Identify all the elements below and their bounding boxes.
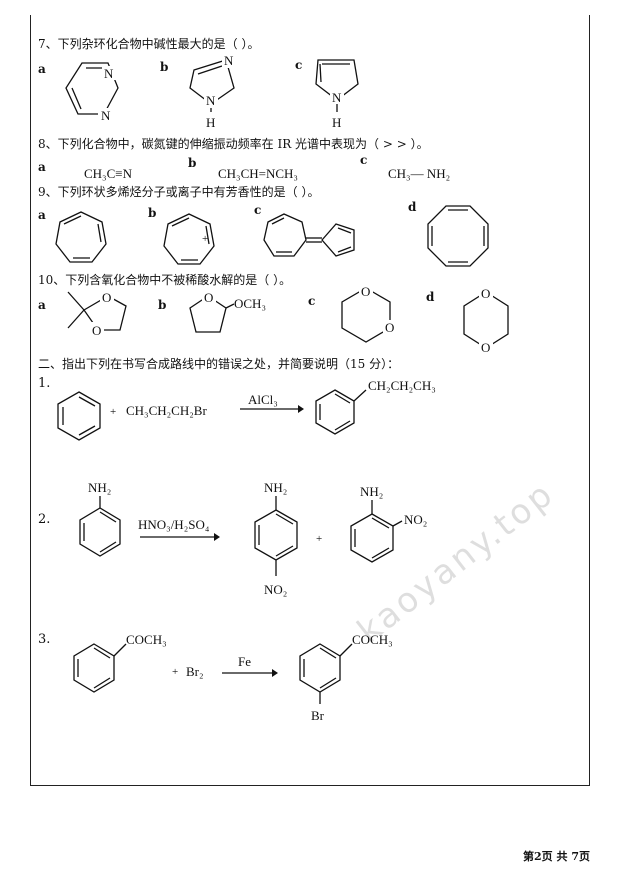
imidazole-n: N [224, 53, 234, 68]
thf-o: O [204, 290, 213, 305]
section2-title: 二、指出下列在书写合成路线中的错误之处，并简要说明（15 分）： [38, 357, 400, 371]
q8-formula-a: CH₃C≡N [84, 166, 132, 181]
imidazole-h: H [206, 115, 215, 130]
cyclooctatetraene-structure [427, 205, 489, 267]
q9-label-b: b [148, 206, 157, 220]
tropylium-plus: + [202, 233, 208, 245]
r2-para-nh2: NH₂ [264, 480, 287, 495]
cycloheptatriene-structure [55, 211, 107, 263]
q8-label-c: c [360, 153, 368, 167]
r1-benzene [57, 391, 101, 441]
dioxane14-o2: O [481, 340, 490, 355]
q10-label-d: d [426, 290, 435, 304]
page-number: 第2页 共 7页 [523, 850, 590, 863]
r2-para-no2: NO₂ [264, 582, 287, 597]
r2-number: 2. [38, 512, 51, 527]
dioxane-13-structure: O O [341, 284, 397, 343]
r2-ortho-nh2: NH₂ [360, 484, 383, 499]
q10-text: 10、下列含氧化合物中不被稀酸水解的是（ ）。 [38, 273, 292, 287]
q8-label-b: b [188, 156, 197, 170]
q7-label-a: a [38, 62, 46, 76]
pyrrole-n: N [332, 90, 342, 105]
dioxane13-o2: O [385, 320, 394, 335]
r1-catalyst: AlCl₃ [248, 392, 278, 407]
q9-label-d: d [408, 200, 417, 214]
q9-label-a: a [38, 208, 46, 222]
page-frame [30, 15, 590, 786]
r2-ortho-no2: NO₂ [404, 512, 427, 527]
acetonide-o2: O [92, 323, 101, 338]
pyrrole-h: H [332, 115, 341, 130]
pyrrole-structure: N H [315, 59, 359, 130]
r3-reagent: Br₂ [186, 664, 204, 679]
q8-text: 8、下列化合物中，碳氮键的伸缩振动频率在 IR 光谱中表现为（ > > ）。 [38, 137, 429, 151]
r3-number: 3. [38, 632, 51, 647]
r2-para-nitroaniline: NH₂ NO₂ [254, 480, 298, 597]
q7-text: 7、下列杂环化合物中碱性最大的是（ ）。 [38, 37, 260, 51]
r1-product: CH₂CH₂CH₃ [315, 378, 436, 435]
q7-label-b: b [160, 60, 169, 74]
pyrimidine-n1: N [104, 66, 114, 81]
dioxane14-o1: O [481, 286, 490, 301]
r3-product-coch3: COCH₃ [352, 632, 393, 647]
r2-arrow [140, 533, 220, 541]
r1-reagent: CH₃CH₂CH₂Br [126, 403, 207, 418]
pyrimidine-structure: N N [65, 62, 119, 123]
q7-label-c: c [295, 58, 303, 72]
r3-coch3: COCH₃ [126, 632, 167, 647]
q10-label-b: b [158, 298, 167, 312]
q8-label-a: a [38, 160, 46, 174]
tropylium-structure: + [163, 213, 215, 265]
pyrimidine-n2: N [101, 108, 111, 123]
r3-arrow [222, 669, 278, 677]
acetonide-structure: O O [67, 290, 127, 338]
q9-text: 9、下列环状多烯烃分子或离子中有芳香性的是（ ）。 [38, 185, 320, 199]
r2-aniline-nh2: NH₂ [88, 480, 111, 495]
thf-och3: OCH₃ [234, 296, 266, 311]
r2-aniline: NH₂ [79, 480, 121, 557]
r1-plus: + [110, 406, 117, 418]
q9-label-c: c [254, 203, 262, 217]
r3-catalyst: Fe [238, 654, 251, 669]
sesquifulvalene-structure [263, 213, 355, 257]
q8-formula-b: CH₃CH=NCH₃ [218, 166, 298, 181]
r2-plus: + [316, 533, 323, 545]
r3-product: COCH₃ Br [299, 632, 393, 723]
r3-product-br: Br [311, 708, 325, 723]
methoxy-thf-structure: O OCH₃ [189, 290, 266, 333]
acetonide-o1: O [102, 290, 111, 305]
imidazole-nh: N [206, 93, 216, 108]
q8-formula-c: CH₃— NH₂ [388, 166, 451, 181]
q10-label-c: c [308, 294, 316, 308]
r1-product-chain: CH₂CH₂CH₃ [368, 378, 436, 393]
r3-plus: + [172, 666, 179, 678]
imidazole-structure: N N H [189, 53, 236, 130]
dioxane-14-structure: O O [463, 286, 509, 355]
r2-reagent: HNO₃/H₂SO₄ [138, 517, 210, 532]
r3-acetophenone: COCH₃ [73, 632, 167, 693]
dioxane13-o1: O [361, 284, 370, 299]
r1-number: 1. [38, 376, 51, 391]
r1-arrow [240, 405, 304, 413]
q10-label-a: a [38, 298, 46, 312]
r2-ortho-nitroaniline: NH₂ NO₂ [350, 484, 427, 563]
